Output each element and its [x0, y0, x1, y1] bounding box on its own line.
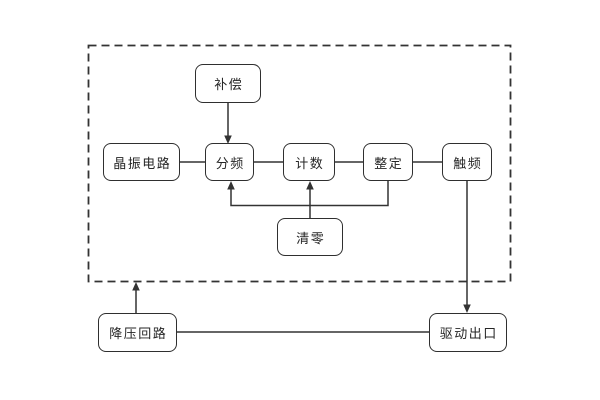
arrowhead-into-fenpin-top — [224, 135, 232, 144]
node-qudong-label: 驱动出口 — [439, 326, 498, 341]
node-chupin: 触频 — [442, 143, 492, 181]
node-fenpin-label: 分频 — [215, 155, 245, 171]
node-buchang: 补偿 — [195, 64, 261, 103]
node-buchang-label: 补偿 — [214, 77, 244, 92]
arrowhead-into-qudong-top — [463, 304, 471, 313]
node-zhengding: 整定 — [363, 143, 413, 181]
node-chupin-label: 触频 — [453, 155, 483, 171]
arrowhead-into-boundary-bottom — [132, 282, 140, 291]
node-jiangya-huilu: 降压回路 — [98, 313, 177, 352]
node-fenpin: 分频 — [205, 143, 254, 181]
node-qudong-chukou: 驱动出口 — [429, 313, 507, 352]
node-jingzhen-label: 晶振电路 — [113, 155, 172, 171]
dashed-boundary — [87, 44, 512, 283]
node-jingzhen-dianlu: 晶振电路 — [103, 143, 180, 181]
node-jishu-label: 计数 — [295, 155, 325, 171]
node-qingling: 清零 — [277, 218, 343, 256]
node-qingling-label: 清零 — [296, 230, 326, 246]
arrowhead-into-fenpin-bottom — [227, 181, 235, 190]
node-zhengding-label: 整定 — [374, 155, 404, 171]
node-jiangya-label: 降压回路 — [109, 326, 168, 341]
node-jishu: 计数 — [283, 143, 335, 181]
arrowhead-into-jishu-bottom — [306, 181, 314, 190]
